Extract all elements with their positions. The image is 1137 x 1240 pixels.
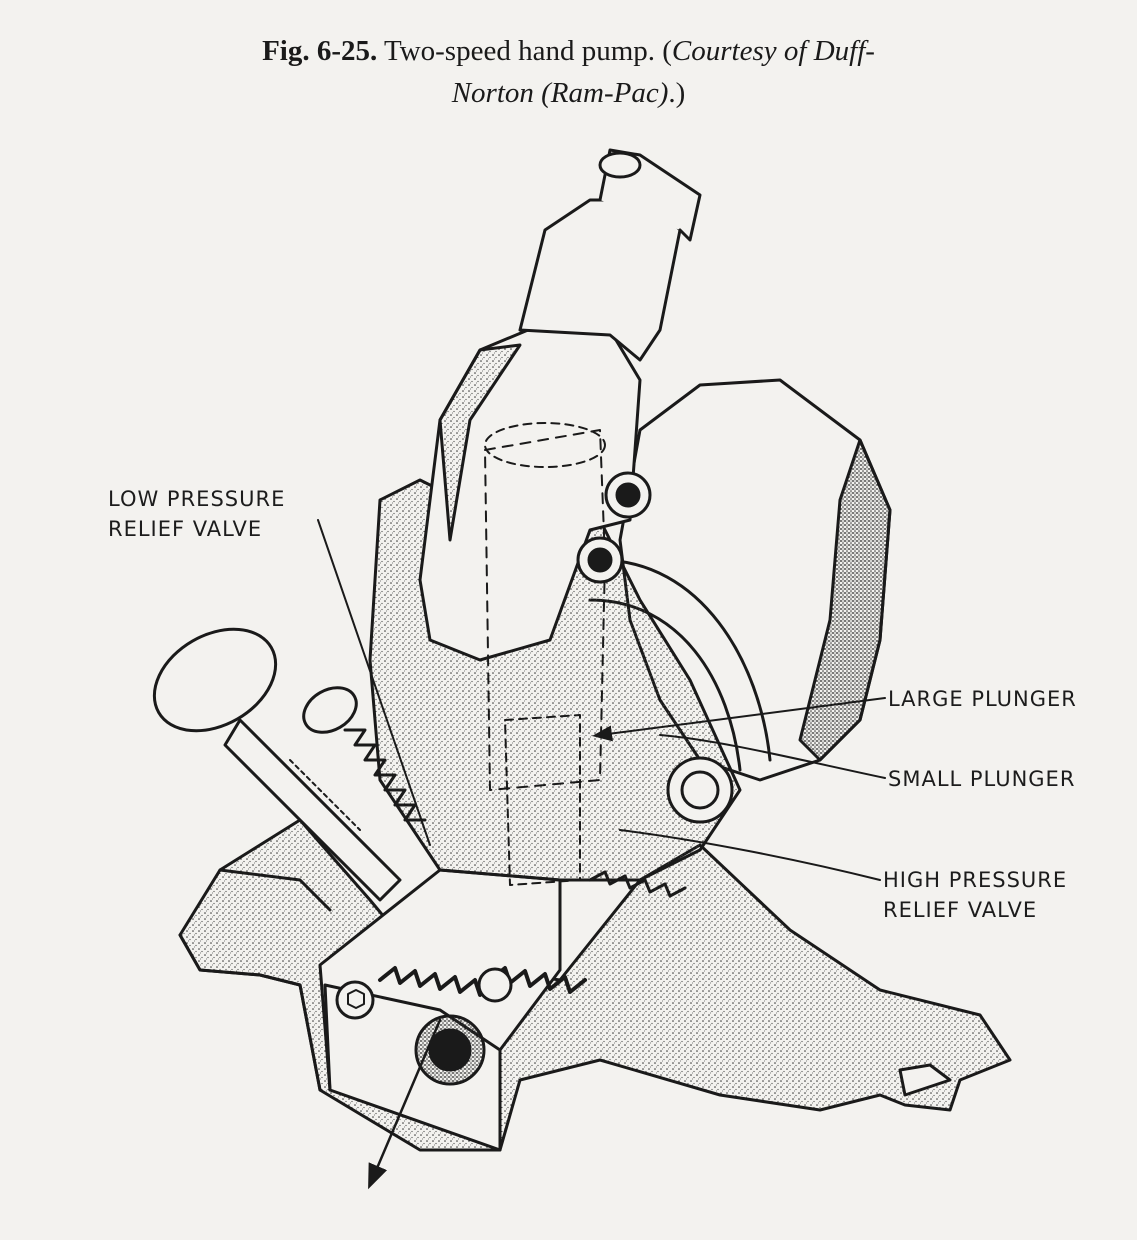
caption-line-1: Fig. 6-25. Two-speed hand pump. (Courtes… (0, 30, 1137, 72)
small-plunger-outline (504, 714, 581, 886)
front-port-left (335, 980, 375, 1020)
release-knob (152, 627, 278, 733)
base-slot-right (898, 1063, 952, 1097)
side-housing-shadow (798, 438, 892, 762)
leader-low-pressure (317, 519, 431, 846)
courtesy-text: Courtesy of Duff- (671, 35, 875, 67)
label-high-pressure-relief-valve: HIGH PRESSURE RELIEF VALVE (883, 865, 1067, 925)
housing-arc (598, 558, 772, 762)
label-line: LOW PRESSURE (108, 487, 286, 511)
courtesy-text-2: Norton (451, 77, 534, 109)
caption-close: .) (668, 77, 686, 109)
front-port-right (477, 967, 513, 1003)
handle-top (598, 151, 642, 179)
leader-small-plunger (659, 734, 886, 779)
low-pressure-valve-cap (302, 686, 358, 734)
cylinder-head-shade (438, 343, 522, 542)
label-line: RELIEF VALVE (883, 898, 1038, 922)
outlet-arrow (368, 1018, 442, 1190)
label-line: HIGH PRESSURE (883, 868, 1068, 892)
large-plunger-top (484, 422, 606, 468)
paren-open: ( (662, 35, 672, 67)
low-pressure-spring (343, 728, 427, 822)
caption-line-2: Norton (Ram-Pac).) (0, 72, 1137, 114)
ram-pac-text: (Ram-Pac) (541, 77, 669, 109)
label-low-pressure-relief-valve: LOW PRESSURE RELIEF VALVE (108, 484, 285, 544)
label-line: RELIEF VALVE (108, 517, 263, 541)
figure-caption: Fig. 6-25. Two-speed hand pump. (Courtes… (0, 30, 1137, 114)
base-plate-face (178, 933, 322, 1092)
front-spring-left (378, 966, 497, 997)
figure-title: Two-speed hand pump. (384, 35, 655, 67)
release-stem (223, 718, 402, 902)
figure-number: Fig. 6-25. (262, 35, 378, 67)
large-plunger-outline (484, 429, 606, 791)
leader-large-plunger (592, 697, 886, 742)
label-small-plunger: SMALL PLUNGER (888, 767, 1076, 791)
base-slot-left (218, 868, 332, 912)
label-large-plunger: LARGE PLUNGER (888, 687, 1077, 711)
leader-high-pressure (619, 829, 881, 881)
high-pressure-spring (588, 870, 687, 898)
